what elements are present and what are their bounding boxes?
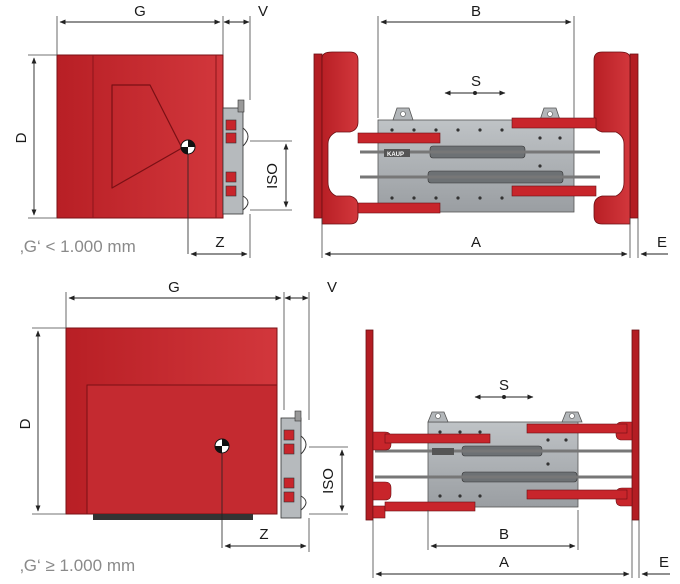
dim-iso-label-2: ISO bbox=[320, 468, 337, 494]
dim-v-label: V bbox=[258, 3, 268, 20]
dim-z-label-2: Z bbox=[259, 526, 268, 543]
caption-g-small: ‚G‘ < 1.000 mm bbox=[20, 237, 136, 256]
dim-z-label: Z bbox=[215, 234, 224, 251]
right-arm bbox=[593, 51, 631, 225]
right-arm-plate-2 bbox=[631, 329, 640, 521]
top-side-view: G V D ISO Z ‚G‘ < 1.000 mm bbox=[13, 3, 292, 258]
inner-panel bbox=[86, 384, 278, 515]
carriage-bracket-large bbox=[280, 410, 307, 519]
dim-b-label-2: B bbox=[499, 526, 509, 543]
dim-d-label-2: D bbox=[17, 418, 34, 429]
dim-iso-label: ISO bbox=[264, 163, 281, 189]
bottom-side-view: G V D ISO Z ‚G‘ ≥ 1.000 mm bbox=[17, 279, 348, 575]
load-center-icon-large bbox=[214, 438, 230, 454]
dim-e-label-2: E bbox=[659, 554, 669, 571]
caption-g-large: ‚G‘ ≥ 1.000 mm bbox=[20, 556, 135, 575]
right-arm-plate bbox=[629, 53, 639, 219]
carriage-bracket bbox=[222, 99, 249, 215]
brand-logo: KAUP bbox=[387, 152, 404, 158]
dim-s-label-2: S bbox=[499, 377, 509, 394]
dim-e-label: E bbox=[657, 234, 667, 251]
left-arm-plate bbox=[313, 53, 323, 219]
left-arm bbox=[321, 51, 359, 225]
dim-b-label: B bbox=[471, 3, 481, 20]
dim-g-label-2: G bbox=[168, 279, 180, 296]
clamp-arm-side bbox=[56, 54, 224, 219]
dim-a-label: A bbox=[471, 234, 481, 251]
left-arm-plate-2 bbox=[365, 329, 374, 521]
bottom-front-view: S B A E bbox=[365, 329, 670, 578]
dim-a-label-2: A bbox=[499, 554, 509, 571]
dim-g-label: G bbox=[134, 3, 146, 20]
dim-d-label: D bbox=[13, 132, 30, 143]
dim-s-label: S bbox=[471, 73, 481, 90]
load-center-icon bbox=[180, 139, 196, 155]
top-front-view: KAUP B S A E bbox=[313, 3, 668, 258]
dim-v-label-2: V bbox=[327, 279, 337, 296]
